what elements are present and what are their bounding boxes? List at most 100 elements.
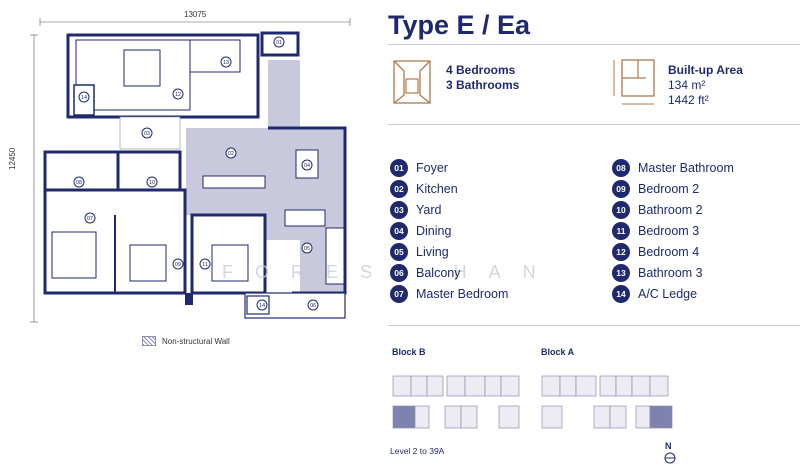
area-summary: Built-up Area 134 m² 1442 ft² <box>668 63 743 108</box>
block-b-label: Block B <box>392 347 426 357</box>
legend-item: 07 Master Bedroom <box>390 283 508 304</box>
block-a-keyplan <box>541 375 673 429</box>
legend-item: 05 Living <box>390 241 508 262</box>
spec-divider <box>388 124 800 125</box>
legend-room-label: Bathroom 3 <box>638 265 703 280</box>
room-badge-11 <box>199 258 211 270</box>
legend-room-label: Kitchen <box>416 181 458 196</box>
legend-item: 03 Yard <box>390 199 508 220</box>
room-badge-14 <box>78 91 90 103</box>
floor-plan: 12 13 01 14 03 02 04 08 10 07 05 09 11 1… <box>30 18 351 323</box>
room-badge-02 <box>225 147 237 159</box>
svg-text:10: 10 <box>149 180 155 186</box>
svg-text:14: 14 <box>259 303 265 309</box>
legend-room-label: Bedroom 2 <box>638 181 700 196</box>
area-sqm: 134 m² <box>668 78 706 92</box>
svg-text:04: 04 <box>304 163 310 169</box>
legend-item: 06 Balcony <box>390 262 508 283</box>
svg-text:03: 03 <box>144 131 150 137</box>
legend-divider <box>388 325 800 326</box>
legend-room-label: Yard <box>416 202 442 217</box>
room-badge-01 <box>273 36 285 48</box>
legend-room-label: A/C Ledge <box>638 286 698 301</box>
legend-item: 02 Kitchen <box>390 178 508 199</box>
svg-text:12: 12 <box>175 92 181 98</box>
legend-item: 13 Bathroom 3 <box>612 262 734 283</box>
svg-text:05: 05 <box>304 246 310 252</box>
legend-number-badge: 01 <box>390 158 408 177</box>
room-badge-08 <box>73 176 85 188</box>
area-label: Built-up Area <box>668 63 743 77</box>
legend-number-badge: 05 <box>390 242 408 261</box>
non-structural-wall-legend: Non-structural Wall <box>142 336 230 346</box>
block-a-label: Block A <box>541 347 575 357</box>
legend-room-label: Foyer <box>416 160 448 175</box>
room-badge-12 <box>172 88 184 100</box>
legend-number-badge: 14 <box>612 284 630 303</box>
north-label: N <box>665 441 672 451</box>
watermark: FOREST HAN <box>222 262 558 282</box>
rooms-summary: 4 Bedrooms 3 Bathrooms <box>446 63 519 93</box>
legend-item: 09 Bedroom 2 <box>612 178 734 199</box>
room-badge-10 <box>146 176 158 188</box>
legend-number-badge: 07 <box>390 284 408 303</box>
room-badge-04 <box>301 159 313 171</box>
bedrooms-count: 4 Bedrooms <box>446 63 516 77</box>
svg-text:08: 08 <box>76 180 82 186</box>
svg-text:02: 02 <box>228 151 234 157</box>
bathrooms-count: 3 Bathrooms <box>446 78 520 92</box>
svg-text:09: 09 <box>175 262 181 268</box>
hatch-swatch <box>142 336 156 346</box>
legend-number-badge: 13 <box>612 263 630 282</box>
bedroom-icon <box>393 60 431 104</box>
room-badge-07 <box>84 212 96 224</box>
legend-item: 11 Bedroom 3 <box>612 220 734 241</box>
room-legend-right: 08 Master Bathroom 09 Bedroom 2 10 Bathroom 2… <box>612 157 734 304</box>
unit-type-title: Type E / Ea <box>388 10 531 40</box>
legend-room-label: Master Bedroom <box>416 286 509 301</box>
legend-item: 08 Master Bathroom <box>612 157 734 178</box>
legend-room-label: Bedroom 4 <box>638 244 700 259</box>
block-b-keyplan <box>392 375 520 429</box>
legend-room-label: Bedroom 3 <box>638 223 700 238</box>
legend-room-label: Living <box>416 244 449 259</box>
room-badge-05 <box>301 242 313 254</box>
room-legend-left: 01 Foyer 02 Kitchen 03 Yard 04 Dining 05 Living 06… <box>390 157 508 304</box>
plan-width-dimension: 13075 <box>184 10 207 19</box>
legend-item: 12 Bedroom 4 <box>612 241 734 262</box>
svg-text:06: 06 <box>310 303 316 309</box>
room-badge-03 <box>141 127 153 139</box>
legend-number-badge: 12 <box>612 242 630 261</box>
legend-number-badge: 11 <box>612 221 630 240</box>
legend-room-label: Balcony <box>416 265 461 280</box>
floor-area-icon <box>613 59 655 105</box>
svg-text:13: 13 <box>223 60 229 66</box>
legend-item: 10 Bathroom 2 <box>612 199 734 220</box>
svg-text:11: 11 <box>202 262 208 268</box>
legend-item: 04 Dining <box>390 220 508 241</box>
legend-number-badge: 02 <box>390 179 408 198</box>
legend-number-badge: 09 <box>612 179 630 198</box>
level-range: Level 2 to 39A <box>390 446 445 456</box>
room-badge-14b <box>256 299 268 311</box>
title-divider <box>388 44 800 45</box>
svg-text:07: 07 <box>87 216 93 222</box>
area-sqft: 1442 ft² <box>668 93 709 107</box>
compass-icon <box>664 452 676 464</box>
plan-height-dimension: 12450 <box>8 147 17 170</box>
legend-number-badge: 08 <box>612 158 630 177</box>
legend-room-label: Dining <box>416 223 452 238</box>
legend-item: 14 A/C Ledge <box>612 283 734 304</box>
room-badge-09 <box>172 258 184 270</box>
room-badge-13 <box>220 56 232 68</box>
legend-room-label: Master Bathroom <box>638 160 734 175</box>
legend-item: 01 Foyer <box>390 157 508 178</box>
legend-room-label: Bathroom 2 <box>638 202 703 217</box>
legend-number-badge: 03 <box>390 200 408 219</box>
legend-number-badge: 06 <box>390 263 408 282</box>
svg-text:01: 01 <box>276 40 282 46</box>
legend-number-badge: 10 <box>612 200 630 219</box>
svg-text:14: 14 <box>81 95 87 101</box>
legend-number-badge: 04 <box>390 221 408 240</box>
room-badge-06 <box>307 299 319 311</box>
